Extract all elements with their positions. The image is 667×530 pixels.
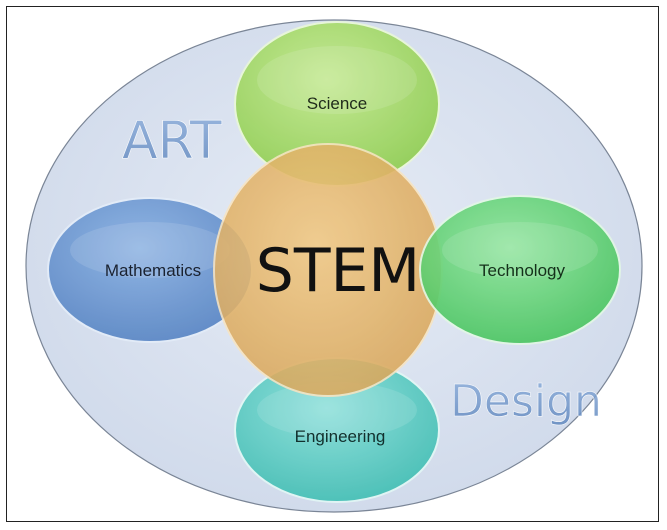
outer-word-art: ART — [122, 111, 222, 171]
center-label: STEM — [256, 236, 420, 306]
node-technology-label: Technology — [479, 261, 566, 280]
node-science-label: Science — [307, 94, 367, 113]
node-mathematics-label: Mathematics — [105, 261, 201, 280]
node-mathematics — [47, 197, 253, 343]
node-engineering — [234, 357, 440, 503]
node-technology-shape — [419, 195, 621, 345]
node-engineering-label: Engineering — [295, 427, 386, 446]
node-technology — [419, 195, 621, 345]
outer-word-design: Design — [450, 376, 602, 427]
